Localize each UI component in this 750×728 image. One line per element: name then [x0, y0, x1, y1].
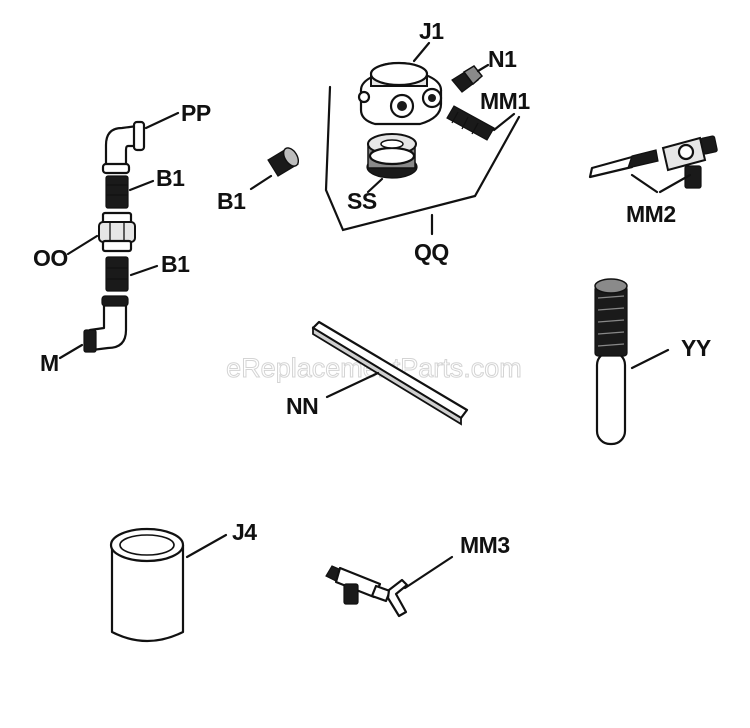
part-yy-probe	[594, 278, 628, 446]
part-b1-nipple	[267, 147, 300, 177]
label-b1-lower: B1	[161, 251, 190, 277]
leader-mm1	[492, 112, 516, 132]
label-yy: YY	[681, 335, 711, 361]
bracket-qq	[324, 85, 521, 232]
leader-m	[58, 343, 84, 360]
leader-n1	[476, 63, 490, 73]
leader-oo	[66, 234, 99, 256]
part-mm3-drain-cock	[325, 565, 409, 618]
label-j1: J1	[419, 18, 444, 44]
part-mm2-tee-assembly	[588, 135, 718, 189]
leader-b1-nipple	[249, 174, 273, 191]
part-nn-strip	[311, 320, 469, 426]
leader-ss	[366, 177, 384, 194]
part-j1-strainer-body	[357, 61, 443, 126]
label-b1-nipple: B1	[217, 188, 246, 214]
leader-yy	[630, 348, 670, 370]
label-mm2: MM2	[626, 201, 676, 227]
label-n1: N1	[488, 46, 517, 72]
label-mm3: MM3	[460, 532, 510, 558]
part-b1-lower-nipple	[105, 256, 129, 292]
leader-mm3	[403, 555, 454, 590]
label-qq: QQ	[414, 239, 449, 265]
part-j4-sleeve	[109, 527, 185, 642]
label-mm1: MM1	[480, 88, 530, 114]
leader-nn	[325, 371, 380, 399]
label-j4: J4	[232, 519, 257, 545]
label-pp: PP	[181, 100, 211, 126]
part-ss-screen	[366, 133, 418, 179]
part-m-street-elbow	[83, 295, 129, 353]
leader-mm2-left	[630, 173, 659, 194]
part-pp-elbow	[101, 120, 146, 175]
label-nn: NN	[286, 393, 318, 419]
part-oo-union	[98, 211, 136, 253]
label-m: M	[40, 350, 59, 376]
leader-j4	[185, 533, 228, 559]
leader-pp	[144, 111, 180, 130]
label-b1-upper: B1	[156, 165, 185, 191]
label-ss: SS	[347, 188, 377, 214]
leader-b1-lower	[129, 264, 159, 277]
leader-j1	[412, 41, 431, 63]
part-b1-upper-nipple	[105, 175, 129, 209]
part-n1-plug	[451, 65, 484, 93]
label-oo: OO	[33, 245, 68, 271]
part-mm1-nipple	[446, 105, 495, 141]
leader-b1-upper	[128, 179, 155, 192]
leader-mm2-right	[658, 173, 692, 194]
